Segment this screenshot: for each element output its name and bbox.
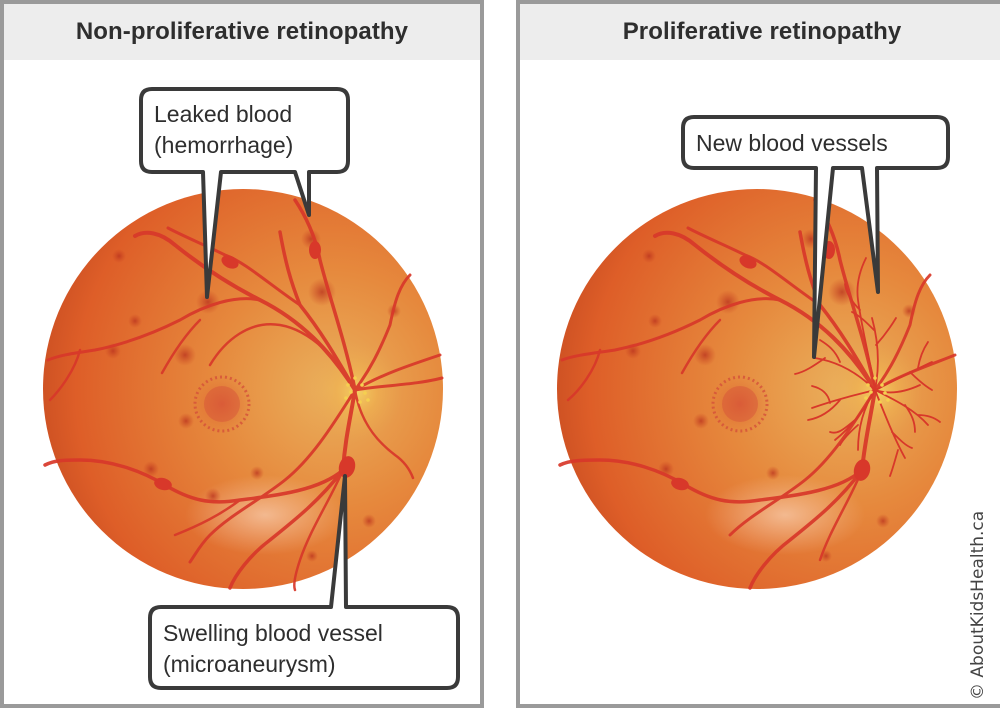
fundus-proliferative bbox=[557, 189, 957, 590]
vessels bbox=[558, 198, 957, 590]
optic-disc-glow bbox=[312, 342, 402, 442]
callout-new-vessels: New blood vessels bbox=[681, 115, 950, 359]
haze-patch bbox=[705, 475, 865, 555]
optic-disc-dots bbox=[864, 376, 890, 404]
callout-microaneurysm: Swelling blood vessel (microaneurysm) bbox=[148, 474, 460, 690]
haze-patch bbox=[185, 475, 345, 555]
callout-microaneurysm-line2: (microaneurysm) bbox=[163, 651, 336, 677]
copyright-notice: © AboutKidsHealth.ca bbox=[968, 510, 988, 700]
callout-new-vessels-label: New blood vessels bbox=[696, 130, 888, 156]
callout-hemorrhage-line1: Leaked blood bbox=[154, 101, 292, 127]
optic-disc-dots bbox=[344, 376, 370, 404]
macula-exudate bbox=[192, 374, 252, 434]
neovascularization bbox=[794, 257, 941, 477]
fundus-non-proliferative bbox=[43, 189, 444, 592]
callout-microaneurysm-line1: Swelling blood vessel bbox=[163, 620, 383, 646]
macula-exudate bbox=[710, 374, 770, 434]
callout-hemorrhage-line2: (hemorrhage) bbox=[154, 132, 293, 158]
callout-hemorrhage: Leaked blood (hemorrhage) bbox=[139, 87, 350, 299]
microaneurysms bbox=[154, 241, 356, 491]
panel-title-non-proliferative: Non-proliferative retinopathy bbox=[4, 4, 480, 60]
panel-title-proliferative: Proliferative retinopathy bbox=[520, 4, 1000, 60]
